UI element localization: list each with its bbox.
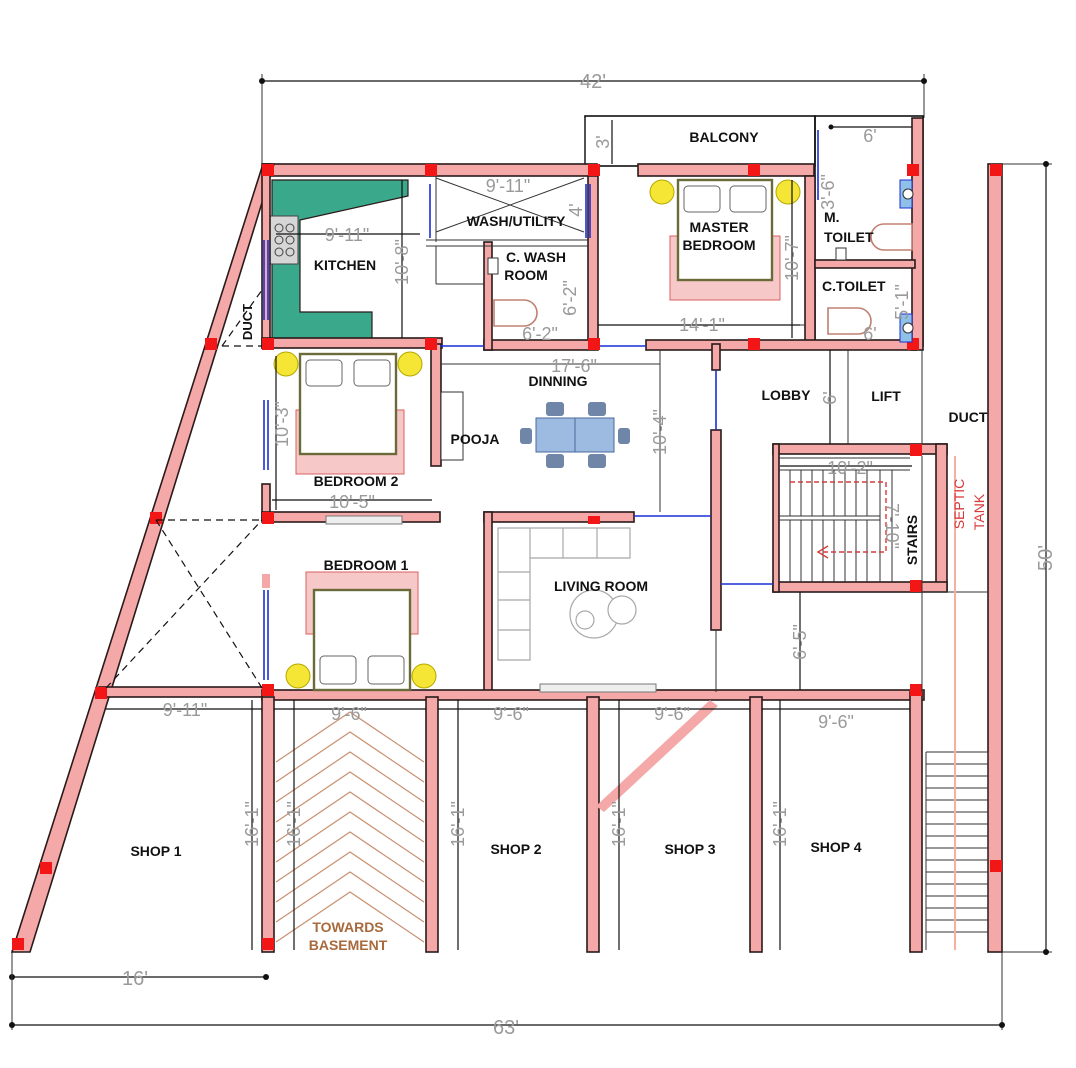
staircase bbox=[779, 457, 910, 582]
dim-shop1-width: 9'-11" bbox=[163, 700, 208, 720]
dim-balcony-depth: 3' bbox=[593, 135, 613, 148]
label-master-line2: BEDROOM bbox=[682, 237, 755, 253]
dim-shop2-width-a: 9'-6" bbox=[331, 704, 367, 724]
label-lobby: LOBBY bbox=[762, 387, 812, 403]
dim-ctoilet-depth: 5'-1" bbox=[892, 284, 912, 320]
label-shop4: SHOP 4 bbox=[810, 839, 861, 855]
label-dinning: DINNING bbox=[528, 373, 587, 389]
dim-lobby-depth: 6' bbox=[820, 391, 840, 404]
label-bedroom2: BEDROOM 2 bbox=[314, 473, 399, 489]
walls bbox=[10, 117, 1003, 953]
bedroom2-bed-icon bbox=[273, 351, 423, 525]
shop-dimension-lines bbox=[106, 180, 912, 950]
dim-dinning-width: 17'-6" bbox=[551, 356, 597, 376]
dim-stairs-depth: 7'-10" bbox=[882, 503, 902, 549]
bedroom1-bed-icon bbox=[285, 571, 437, 692]
dim-toilet-depth: 3'-6" bbox=[818, 174, 838, 210]
duct-crosses bbox=[105, 289, 263, 689]
label-wash-utility: WASH/UTILITY bbox=[467, 213, 566, 229]
dim-cwash-depth: 6'-2" bbox=[560, 280, 580, 316]
dining-table-icon bbox=[520, 402, 630, 468]
dim-lobby-lower: 6'-5" bbox=[790, 624, 810, 660]
stove-icon bbox=[269, 215, 299, 265]
label-m-toilet-line2: TOILET bbox=[824, 229, 874, 245]
dim-toilet-width: 6' bbox=[863, 126, 876, 146]
label-shop1: SHOP 1 bbox=[130, 843, 181, 859]
dim-shop2-width-b: 9'-6" bbox=[493, 704, 529, 724]
label-basement-line1: TOWARDS bbox=[312, 919, 383, 935]
label-lift: LIFT bbox=[871, 388, 901, 404]
septic-tank-outline bbox=[954, 456, 956, 950]
dim-left-bottom: 16' bbox=[122, 968, 148, 990]
dim-stairs-width: 10'-2" bbox=[827, 458, 873, 478]
dim-top-overall: 42' bbox=[580, 71, 606, 93]
dim-right-overall: 50' bbox=[1035, 545, 1057, 571]
label-duct-left: DUCT bbox=[240, 304, 255, 340]
basement-ramp bbox=[275, 711, 425, 943]
toilet-icons bbox=[487, 188, 914, 335]
sofa-icon bbox=[497, 527, 657, 693]
label-pooja: POOJA bbox=[450, 431, 499, 447]
label-m-toilet-line1: M. bbox=[824, 209, 840, 225]
dim-kitchen-width: 9'-11" bbox=[325, 225, 370, 245]
dim-master-depth: 10'-7" bbox=[782, 235, 802, 281]
label-c-wash-line1: C. WASH bbox=[506, 249, 566, 265]
dim-wash-width: 9'-11" bbox=[486, 176, 531, 196]
label-living-room: LIVING ROOM bbox=[554, 578, 648, 594]
entry-steps bbox=[925, 751, 989, 950]
master-bed-icon bbox=[649, 178, 801, 301]
dim-dinning-depth: 10'-4" bbox=[650, 409, 670, 455]
dim-ctoilet-width: 6' bbox=[863, 324, 876, 344]
dim-shop3-depth: 16'-1" bbox=[609, 801, 629, 847]
label-bedroom1: BEDROOM 1 bbox=[324, 557, 409, 573]
dim-bedroom2-depth: 10'-3" bbox=[272, 401, 292, 447]
label-septic-line1: SEPTIC bbox=[951, 479, 967, 530]
label-basement-line2: BASEMENT bbox=[309, 937, 388, 953]
dim-master-width: 14'-1" bbox=[679, 315, 725, 335]
dim-shop2-depth: 16'-1" bbox=[448, 801, 468, 847]
dim-shop3-width: 9'-6" bbox=[654, 704, 690, 724]
label-septic-line2: TANK bbox=[971, 493, 987, 530]
dim-cwash-width: 6'-2" bbox=[522, 324, 558, 344]
label-shop2: SHOP 2 bbox=[490, 841, 541, 857]
dim-shop1-depth: 16'-1" bbox=[242, 801, 262, 847]
dim-bottom-overall: 63' bbox=[493, 1017, 519, 1039]
label-balcony: BALCONY bbox=[689, 129, 759, 145]
dim-shop4-depth: 16'-1" bbox=[770, 801, 790, 847]
dim-wash-depth: 4' bbox=[566, 203, 586, 216]
label-c-wash-line2: ROOM bbox=[504, 267, 548, 283]
label-shop3: SHOP 3 bbox=[664, 841, 715, 857]
dimension-lines bbox=[9, 74, 1052, 1030]
dim-bedroom2-width: 10'-5" bbox=[329, 492, 375, 512]
dim-basement-depth: 16'-1" bbox=[284, 801, 304, 847]
dim-shop4-width: 9'-6" bbox=[818, 712, 854, 732]
label-kitchen: KITCHEN bbox=[314, 257, 376, 273]
label-stairs: STAIRS bbox=[904, 515, 920, 565]
pooja-unit bbox=[440, 391, 464, 461]
columns bbox=[12, 164, 1002, 950]
dim-kitchen-depth: 10'-8" bbox=[392, 239, 412, 285]
label-c-toilet: C.TOILET bbox=[822, 278, 886, 294]
label-duct-right: DUCT bbox=[949, 409, 988, 425]
label-master-line1: MASTER bbox=[689, 219, 748, 235]
windows bbox=[263, 130, 913, 680]
